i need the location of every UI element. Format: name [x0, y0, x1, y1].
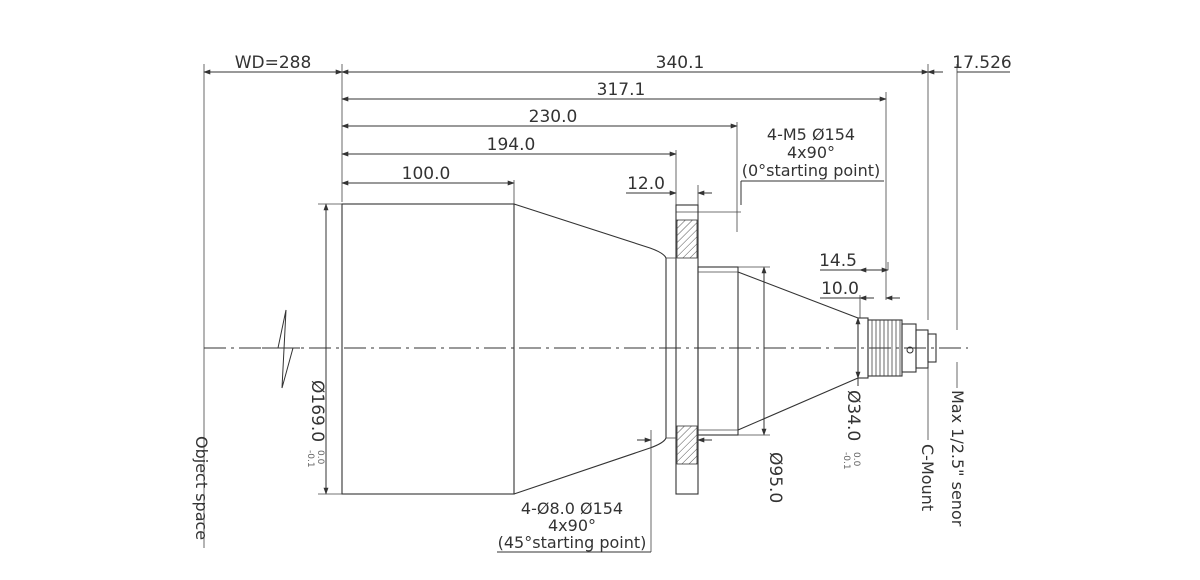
flange-hatch-bottom [676, 425, 698, 465]
dim-front-dia-tol-upper: 0.0 [315, 450, 325, 465]
note-mounting-holes: 4-Ø8.0 Ø154 4x90° (45°starting point) [497, 430, 712, 553]
axis-break-symbol [262, 309, 300, 389]
c-mount-callout: C-Mount [918, 368, 937, 511]
dim-front-dia-label: Ø169.0 [307, 380, 327, 442]
cone-section [513, 203, 667, 495]
note-hole-line3: (45°starting point) [498, 533, 647, 552]
dimension-flange-thickness: 12.0 [626, 174, 712, 196]
dimension-194: 194.0 [341, 135, 677, 157]
sensor-callout: Max 1/2.5" senor [948, 362, 967, 527]
dimension-10-0: 10.0 [820, 279, 900, 301]
dim-317-label: 317.1 [597, 80, 646, 100]
dimension-wd: WD=288 [203, 53, 343, 75]
label-c-mount: C-Mount [918, 444, 937, 511]
dim-front-dia-tol-lower: -0.1 [305, 450, 315, 468]
rear-cap [927, 333, 937, 363]
dimension-front-dia: Ø169.0 0.0 -0.1 [305, 203, 342, 495]
dim-194-label: 194.0 [487, 135, 536, 155]
front-barrel [341, 203, 515, 495]
dim-back-focal-label: 17.526 [952, 53, 1011, 73]
note-screw-holes: 4-M5 Ø154 4x90° (0°starting point) [676, 125, 884, 213]
label-object-space: Object space [192, 436, 211, 540]
dim-rear-dia-label: Ø34.0 [843, 390, 863, 441]
lock-screw-icon [906, 346, 914, 354]
note-hole-line1: 4-Ø8.0 Ø154 [521, 499, 623, 518]
dimension-total-length: 340.1 [341, 53, 929, 75]
dim-rear-dia-tol-upper: 0.0 [851, 452, 861, 467]
lens-body [341, 203, 937, 495]
note-hole-line2: 4x90° [548, 516, 596, 535]
note-screw-line1: 4-M5 Ø154 [767, 125, 855, 144]
dimension-100: 100.0 [341, 164, 515, 186]
dimension-14-5: 14.5 [819, 251, 889, 273]
dim-14-5-label: 14.5 [819, 251, 857, 271]
dimension-317: 317.1 [341, 80, 887, 102]
dim-100-label: 100.0 [402, 164, 451, 184]
dim-flange-thickness-label: 12.0 [627, 174, 665, 194]
c-mount-thread [915, 329, 929, 369]
dim-10-0-label: 10.0 [821, 279, 859, 299]
focus-ring-knurl [871, 320, 901, 376]
dimension-rear-dia: Ø34.0 0.0 -0.1 [841, 317, 863, 470]
dim-230-label: 230.0 [529, 107, 578, 127]
dim-total-length-label: 340.1 [656, 53, 705, 73]
mid-barrel [697, 266, 739, 436]
label-sensor: Max 1/2.5" senor [948, 390, 967, 527]
dim-rear-dia-tol-lower: -0.1 [841, 452, 851, 470]
extension-lines [203, 64, 958, 548]
note-screw-line3: (0°starting point) [742, 161, 881, 180]
dimension-230: 230.0 [341, 107, 738, 129]
dim-wd-label: WD=288 [235, 53, 312, 73]
dimension-mid-dia: Ø95.0 [738, 266, 785, 503]
flange-hatch-top [676, 219, 698, 259]
rear-cone [737, 271, 859, 431]
dim-mid-dia-label: Ø95.0 [765, 452, 785, 503]
dimension-back-focal: 17.526 [927, 53, 1012, 75]
note-screw-line2: 4x90° [787, 143, 835, 162]
